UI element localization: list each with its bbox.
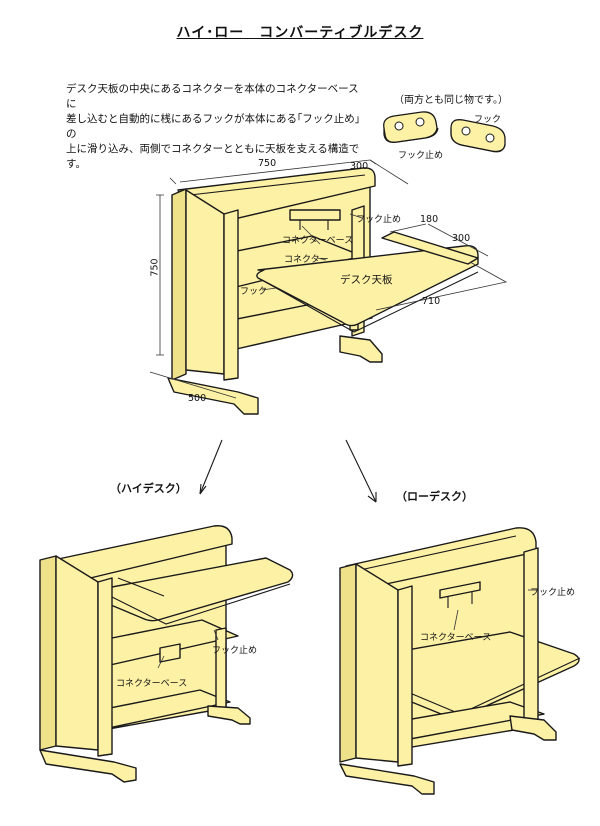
dim-width: 750 — [258, 158, 277, 169]
dim-top-depth-2: 300 — [452, 233, 471, 244]
high-desk-diagram — [39, 525, 294, 783]
arrow-to-low — [345, 439, 377, 503]
description: デスク天板の中央にあるコネクターを本体のコネクターベースに 差し込むと自動的に桟… — [66, 82, 366, 172]
low-label-hook-stop: フック止め — [530, 588, 576, 598]
high-label-connector-base: コネクターベース — [116, 679, 188, 689]
dim-top-width: 710 — [422, 296, 441, 307]
description-line: 差し込むと自動的に桟にあるフックが本体にある｢フック止め｣の — [66, 113, 360, 140]
dimension-lines — [149, 159, 508, 399]
low-label-connector-base: コネクターベース — [420, 633, 492, 643]
high-label-hook-stop: フック止め — [212, 646, 258, 656]
dim-depth: 300 — [350, 161, 369, 172]
low-desk-diagram — [339, 527, 581, 795]
description-line: 上に滑り込み、両側でコネクターとともに天板を支える構造です。 — [66, 143, 360, 170]
description-line: デスク天板の中央にあるコネクターを本体のコネクターベースに — [66, 83, 359, 110]
hook-part-left — [383, 111, 439, 143]
hook-part-right — [450, 119, 506, 153]
dim-top-depth: 180 — [420, 214, 439, 225]
parts-note: （両方とも同じ物です。） — [394, 95, 508, 106]
arrow-to-high — [199, 439, 223, 495]
dim-height: 750 — [149, 258, 161, 277]
label-hook: フック — [240, 287, 268, 297]
main-desk-diagram — [167, 167, 479, 415]
page-title: ハイ･ロー コンバーティブルデスク — [176, 25, 424, 41]
low-desk-title: （ローデスク） — [396, 490, 473, 503]
label-hook-part: フック — [474, 115, 502, 125]
dim-base: 500 — [188, 393, 207, 404]
label-hook-stop-part: フック止め — [398, 151, 444, 161]
high-desk-title: （ハイデスク） — [110, 482, 187, 495]
label-connector-base: コネクターベース — [282, 236, 354, 246]
label-hook-stop: フック止め — [356, 215, 402, 225]
label-desk-top: デスク天板 — [340, 274, 393, 286]
label-connector: コネクター — [284, 255, 329, 265]
